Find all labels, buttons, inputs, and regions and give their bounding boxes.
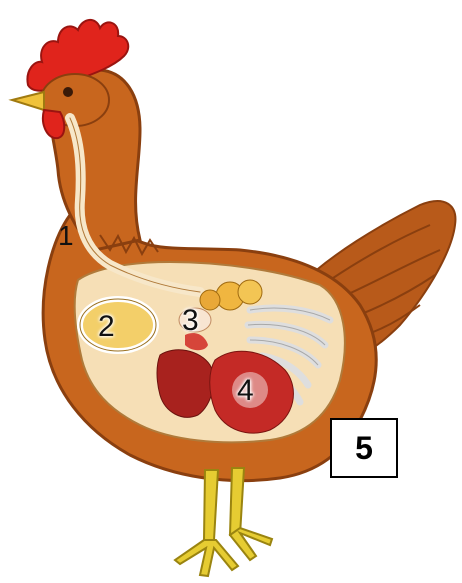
beak	[12, 92, 44, 110]
label-2: 2	[98, 312, 115, 342]
label-3: 3	[182, 306, 199, 336]
eye	[63, 87, 73, 97]
label-4: 4	[237, 376, 254, 406]
label-1: 1	[58, 221, 74, 251]
label-5: 5	[355, 430, 373, 467]
label-box-5: 5	[330, 418, 398, 478]
wattle	[43, 110, 64, 138]
legs	[175, 468, 272, 576]
